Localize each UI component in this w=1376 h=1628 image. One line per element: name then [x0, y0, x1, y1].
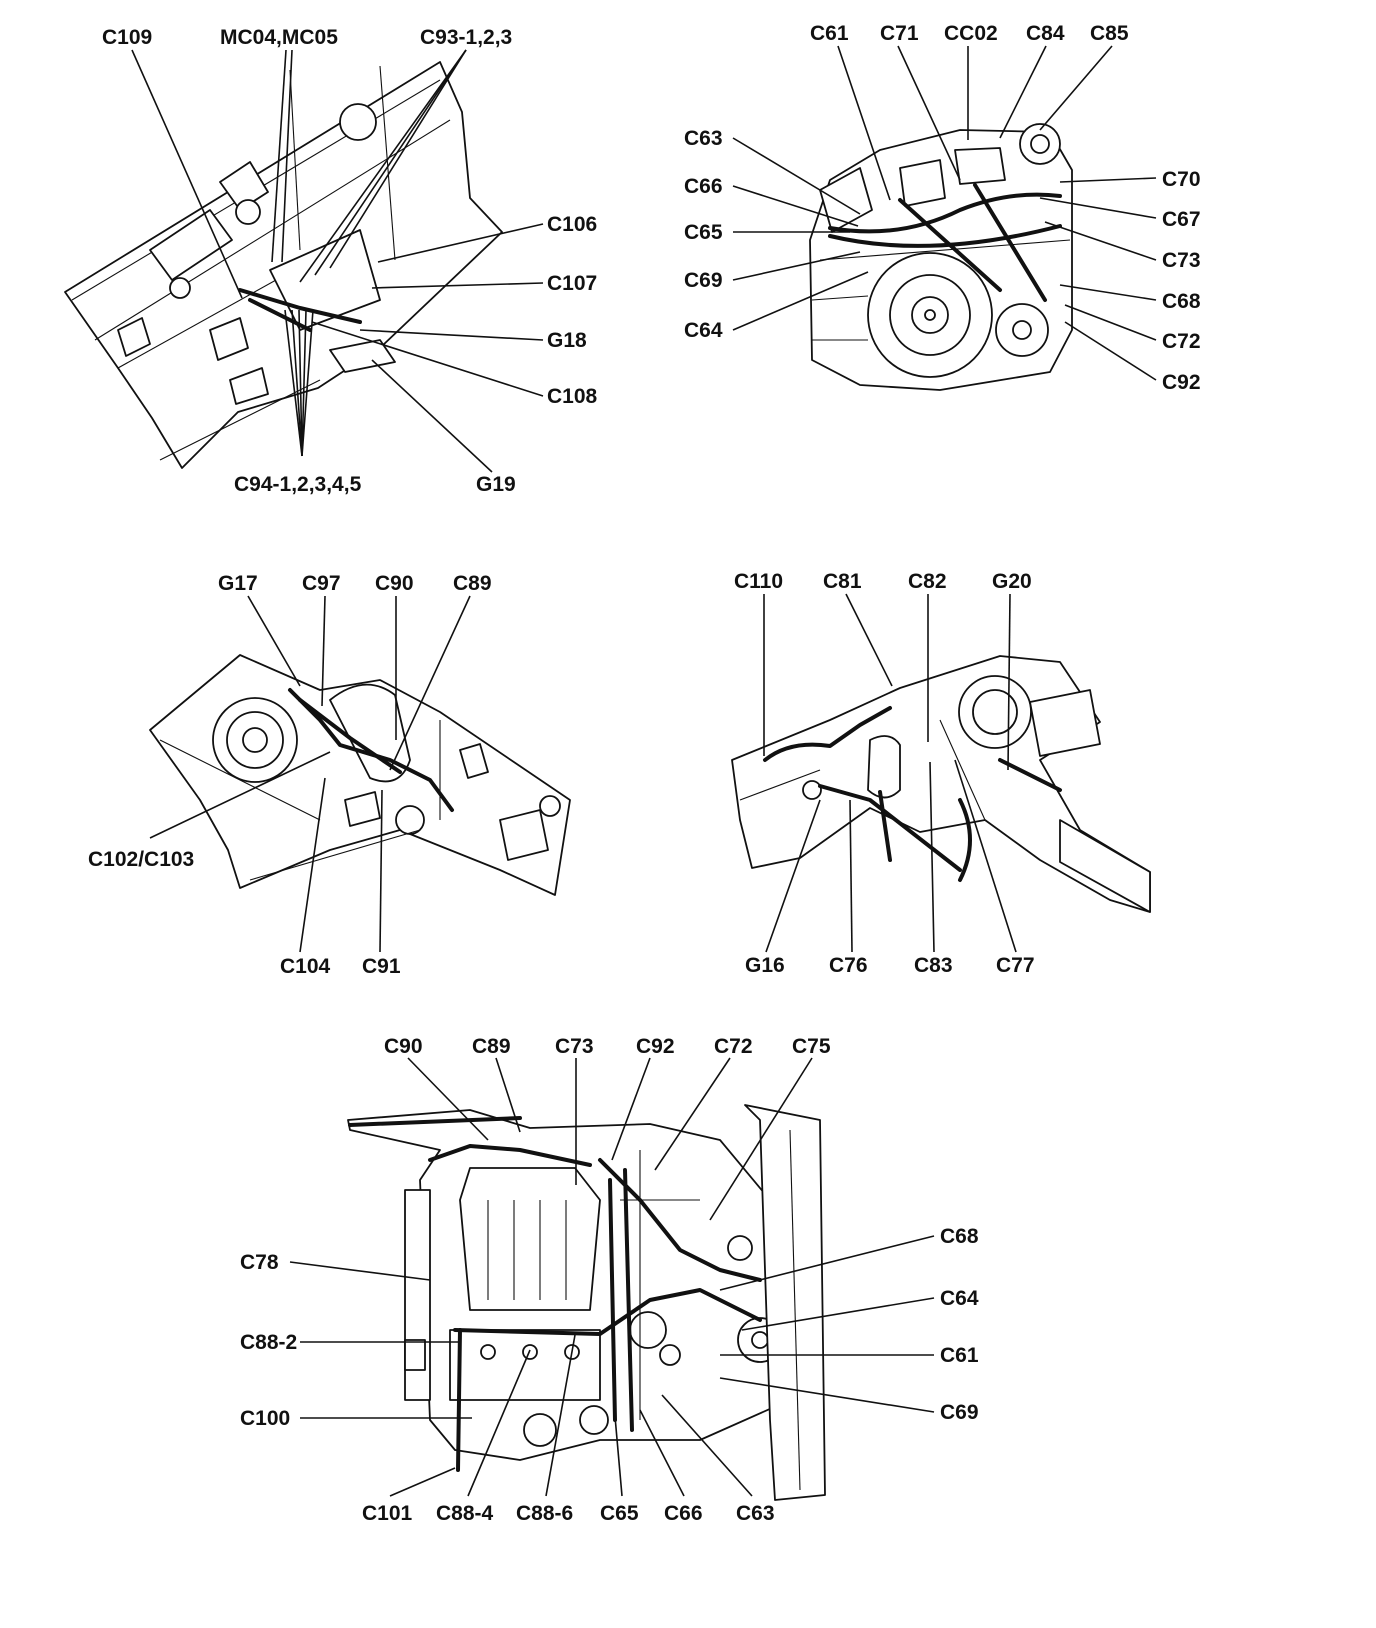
- label-engine-c68: C68: [940, 1225, 979, 1248]
- label-c93: C93-1,2,3: [420, 26, 512, 49]
- engine-leaders: [289, 1057, 935, 1497]
- label-g17: G17: [218, 572, 258, 595]
- label-engine-c88-2: C88-2: [240, 1331, 297, 1354]
- right-fender-labels: C110 C81 C82 G20 G16 C76 C83 C77: [734, 570, 1035, 977]
- label-c67: C67: [1162, 208, 1201, 231]
- label-c102-c103: C102/C103: [88, 848, 194, 871]
- label-engine-c72: C72: [714, 1035, 753, 1058]
- label-c82: C82: [908, 570, 947, 593]
- label-engine-c73: C73: [555, 1035, 594, 1058]
- label-engine-c61: C61: [940, 1344, 979, 1367]
- label-c72: C72: [1162, 330, 1201, 353]
- label-engine-c90: C90: [384, 1035, 423, 1058]
- label-engine-c92: C92: [636, 1035, 675, 1058]
- label-engine-c64: C64: [940, 1287, 979, 1310]
- label-g18: G18: [547, 329, 587, 352]
- label-c65: C65: [684, 221, 723, 244]
- label-c71: C71: [880, 22, 919, 45]
- label-c106: C106: [547, 213, 597, 236]
- label-engine-c66: C66: [664, 1502, 703, 1525]
- label-engine-c101: C101: [362, 1502, 413, 1525]
- engine-illustration: [347, 1104, 826, 1501]
- label-engine-c65: C65: [600, 1502, 639, 1525]
- label-c70: C70: [1162, 168, 1201, 191]
- label-c61: C61: [810, 22, 849, 45]
- engine-view: C90 C89 C73 C92 C72 C75 C78 C88-2 C100 C…: [240, 1035, 979, 1525]
- bulkhead-view: C109 MC04,MC05 C93-1,2,3 C106 C107 G18 C…: [64, 26, 598, 496]
- transaxle-view: C61 C71 CC02 C84 C85 C63 C66 C65 C69 C64…: [684, 22, 1201, 394]
- label-engine-c75: C75: [792, 1035, 831, 1058]
- left-fender-view: G17 C97 C90 C89 C102/C103 C104 C91: [88, 572, 571, 978]
- label-g20: G20: [992, 570, 1032, 593]
- right-fender-view: C110 C81 C82 G20 G16 C76 C83 C77: [731, 570, 1151, 977]
- label-c63: C63: [684, 127, 723, 150]
- label-c90: C90: [375, 572, 414, 595]
- label-engine-c88-4: C88-4: [436, 1502, 494, 1525]
- right-fender-leaders: [763, 593, 1017, 953]
- transaxle-labels: C61 C71 CC02 C84 C85 C63 C66 C65 C69 C64…: [684, 22, 1201, 394]
- label-c91: C91: [362, 955, 401, 978]
- label-c84: C84: [1026, 22, 1065, 45]
- engine-labels: C90 C89 C73 C92 C72 C75 C78 C88-2 C100 C…: [240, 1035, 979, 1525]
- label-c97: C97: [302, 572, 341, 595]
- label-c104: C104: [280, 955, 331, 978]
- label-engine-c88-6: C88-6: [516, 1502, 573, 1525]
- left-fender-labels: G17 C97 C90 C89 C102/C103 C104 C91: [88, 572, 492, 978]
- label-engine-c89: C89: [472, 1035, 511, 1058]
- label-c83: C83: [914, 954, 953, 977]
- label-c94: C94-1,2,3,4,5: [234, 473, 362, 496]
- label-c69: C69: [684, 269, 723, 292]
- label-c76: C76: [829, 954, 868, 977]
- label-c89: C89: [453, 572, 492, 595]
- label-c107: C107: [547, 272, 597, 295]
- bulkhead-leaders: [131, 49, 544, 473]
- label-mc04-mc05: MC04,MC05: [220, 26, 338, 49]
- label-engine-c78: C78: [240, 1251, 279, 1274]
- label-c110: C110: [734, 570, 783, 593]
- label-c109: C109: [102, 26, 152, 49]
- label-c108: C108: [547, 385, 598, 408]
- label-g16: G16: [745, 954, 785, 977]
- bulkhead-illustration: [64, 61, 503, 469]
- left-fender-illustration: [149, 654, 571, 896]
- label-engine-c100: C100: [240, 1407, 290, 1430]
- label-c68: C68: [1162, 290, 1201, 313]
- label-g19: G19: [476, 473, 516, 496]
- label-c85: C85: [1090, 22, 1129, 45]
- label-cc02: CC02: [944, 22, 998, 45]
- bulkhead-labels: C109 MC04,MC05 C93-1,2,3 C106 C107 G18 C…: [102, 26, 598, 496]
- label-c66: C66: [684, 175, 723, 198]
- label-engine-c63: C63: [736, 1502, 775, 1525]
- right-fender-illustration: [731, 655, 1151, 913]
- label-engine-c69: C69: [940, 1401, 979, 1424]
- label-c81: C81: [823, 570, 862, 593]
- transaxle-illustration: [809, 123, 1073, 391]
- label-c77: C77: [996, 954, 1035, 977]
- label-c64: C64: [684, 319, 723, 342]
- left-fender-leaders: [149, 595, 471, 953]
- transaxle-leaders: [732, 45, 1157, 381]
- label-c73: C73: [1162, 249, 1201, 272]
- label-c92: C92: [1162, 371, 1201, 394]
